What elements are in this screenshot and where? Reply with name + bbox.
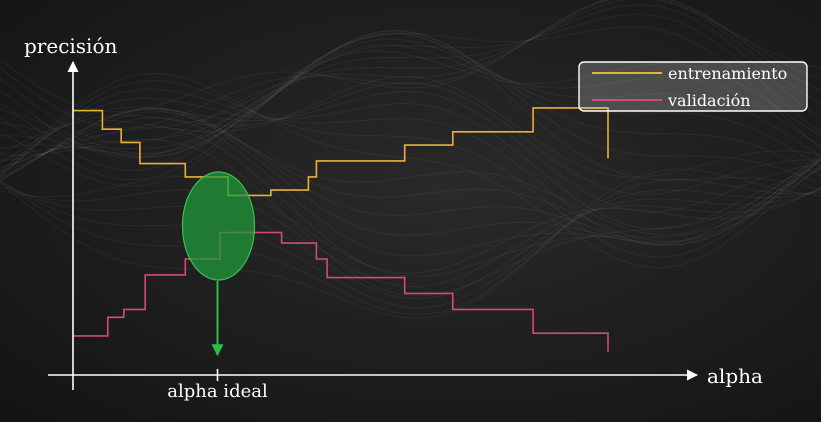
background-wave [0,107,821,246]
background-wave [0,88,821,245]
background-waves [0,0,821,319]
background-wave [0,185,821,288]
background-wave [0,33,821,167]
y-axis-label: precisión [24,34,117,58]
background-wave [0,110,821,246]
background-wave [0,180,821,309]
x-axis-label: alpha [707,364,763,388]
background-wave [0,178,821,316]
background-wave [0,109,821,236]
background-wave [0,107,821,242]
background-wave [0,13,821,181]
background-wave [0,50,821,155]
background-wave [0,44,821,158]
background-wave [0,81,821,196]
background-wave [0,3,821,171]
legend-label-entrenamiento: entrenamiento [668,64,787,83]
background-wave [0,126,821,278]
background-wave [0,72,821,269]
background-wave [0,29,821,184]
series-line-validacion [73,231,609,352]
background-wave [0,38,821,158]
background-wave [0,30,821,176]
legend: entrenamiento validación [578,61,808,112]
background-wave [0,138,821,297]
background-wave [0,32,821,191]
optimal-region-ellipse [181,171,256,281]
legend-box [578,61,808,112]
alpha-ideal-label: alpha ideal [167,381,268,402]
background-wave [0,182,821,300]
background-wave [0,116,821,257]
series-line-entrenamiento [73,107,609,197]
background-wave [0,0,821,129]
background-wave [0,75,821,178]
legend-label-validacion: validación [667,91,751,110]
background-wave [0,0,821,145]
background-wave [0,0,821,113]
background-wave [0,90,821,213]
background-wave [0,26,821,187]
background-wave [0,80,821,259]
background-wave [0,97,821,230]
background-wave [0,168,821,319]
background-wave [0,175,821,274]
background-wave [0,0,821,159]
